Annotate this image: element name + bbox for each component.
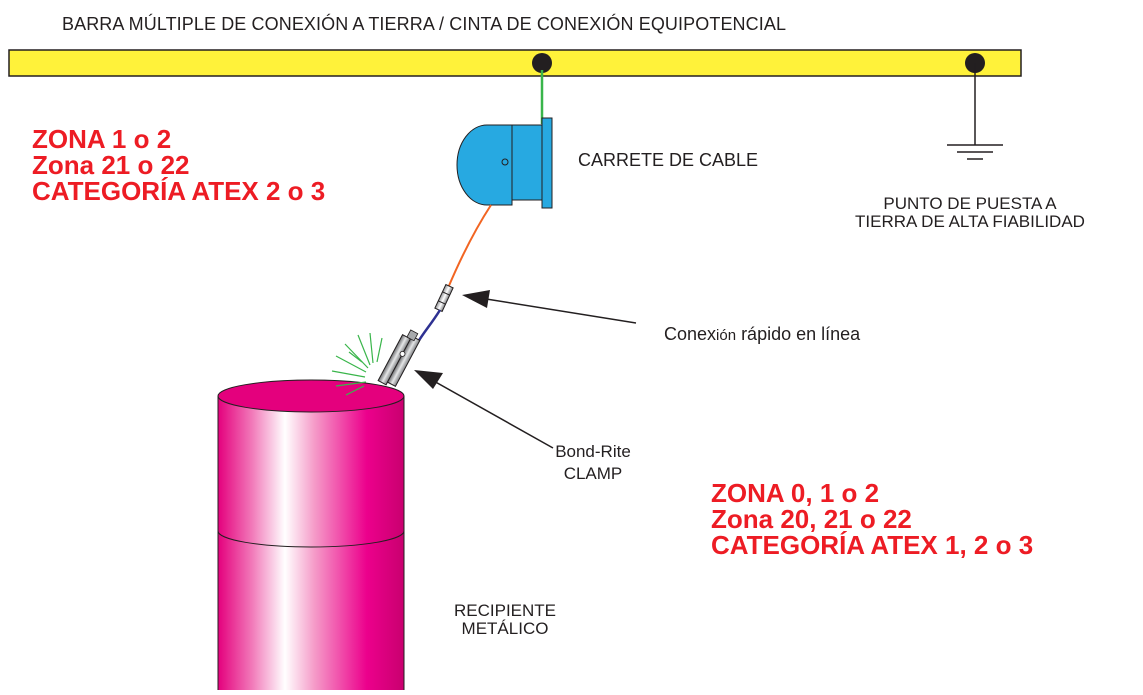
zone-right-line-3: CATEGORÍA ATEX 1, 2 o 3 — [711, 530, 1034, 560]
busbar-terminal-reel — [532, 53, 552, 73]
inline-connector-icon — [434, 283, 454, 313]
inline-connector-label: Conexión rápido en línea — [664, 324, 860, 345]
busbar — [8, 49, 1022, 77]
zone-classification-right: ZONA 0, 1 o 2 Zona 20, 21 o 22 CATEGORÍA… — [711, 480, 1033, 558]
clamp-pointer-arrow — [414, 370, 554, 449]
connector-pointer-arrow — [462, 290, 637, 324]
zone-classification-left: ZONA 1 o 2 Zona 21 o 22 CATEGORÍA ATEX 2… — [32, 126, 325, 204]
clamp-label-line-2: CLAMP — [563, 464, 623, 483]
zone-right-line-2: Zona 20, 21 o 22 — [711, 504, 912, 534]
earth-ground-icon — [947, 144, 1003, 160]
clamp-label: Bond-Rite CLAMP — [548, 441, 638, 485]
ground-point-label-line-2: TIERRA DE ALTA FIABILIDAD — [855, 212, 1085, 231]
connector-label-suffix: rápido en línea — [736, 324, 861, 344]
blue-cable — [416, 309, 442, 343]
zone-left-line-2: Zona 21 o 22 — [32, 150, 190, 180]
ground-point-label-line-1: PUNTO DE PUESTA A — [883, 194, 1057, 213]
zone-right-line-1: ZONA 0, 1 o 2 — [711, 478, 880, 508]
connector-label-small: ión — [716, 327, 737, 344]
metal-drum-icon — [217, 379, 405, 690]
spark-icon — [331, 332, 383, 396]
connector-label-prefix: Conex — [664, 324, 717, 344]
container-label-line-1: RECIPIENTE — [453, 601, 557, 620]
cable-reel-label: CARRETE DE CABLE — [578, 150, 759, 170]
clamp-label-line-1: Bond-Rite — [555, 442, 631, 461]
cable-reel-icon — [456, 117, 553, 209]
orange-cable — [447, 204, 492, 289]
container-label: RECIPIENTE METÁLICO — [400, 602, 610, 638]
zone-left-line-3: CATEGORÍA ATEX 2 o 3 — [32, 176, 326, 206]
diagram-title: BARRA MÚLTIPLE DE CONEXIÓN A TIERRA / CI… — [62, 14, 787, 34]
zone-left-line-1: ZONA 1 o 2 — [32, 124, 172, 154]
bond-rite-clamp-icon — [377, 329, 421, 388]
container-label-line-2: METÁLICO — [461, 619, 549, 638]
ground-point-label: PUNTO DE PUESTA A TIERRA DE ALTA FIABILI… — [800, 195, 1140, 231]
